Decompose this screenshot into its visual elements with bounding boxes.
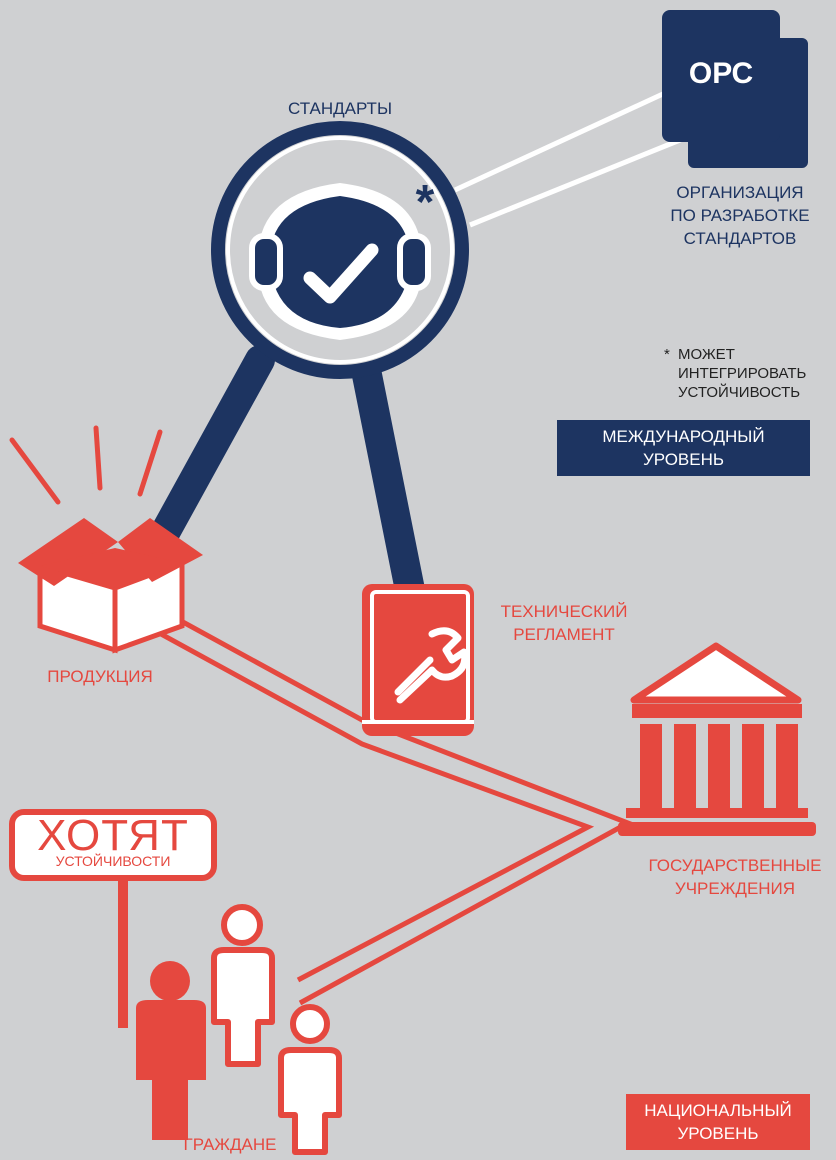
footnote-star: * xyxy=(664,346,670,363)
document-stack-icon xyxy=(662,10,812,172)
national-level-badge: НАЦИОНАЛЬНЫЙ УРОВЕНЬ xyxy=(644,1101,792,1143)
connector-standards-to-products xyxy=(147,345,275,553)
international-level-badge-bg xyxy=(557,420,810,476)
person-icon xyxy=(136,961,206,1140)
sign-text-big: ХОТЯТ xyxy=(37,811,189,860)
sdo-caption: ОРГАНИЗАЦИЯ ПО РАЗРАБОТКЕ СТАНДАРТОВ xyxy=(670,183,810,248)
standards-label: СТАНДАРТЫ xyxy=(287,99,392,118)
connector-products-to-government xyxy=(148,601,634,1006)
international-level-badge: МЕЖДУНАРОДНЫЙ УРОВЕНЬ xyxy=(602,427,765,469)
government-building-icon xyxy=(618,642,816,836)
person-icon xyxy=(211,904,275,1067)
standard-shield-check-icon xyxy=(249,183,431,340)
sign-text-small: УСТОЙЧИВОСТИ xyxy=(55,853,171,869)
protest-sign-icon xyxy=(9,809,217,881)
citizens-label: ГРАЖДАНЕ xyxy=(183,1135,277,1154)
person-icon xyxy=(278,1004,342,1155)
products-label: ПРОДУКЦИЯ xyxy=(47,667,153,686)
government-label: ГОСУДАРСТВЕННЫЕ УЧРЕЖДЕНИЯ xyxy=(648,856,822,898)
sdo-acronym: ОРС xyxy=(688,57,754,90)
product-box-icon xyxy=(9,425,203,654)
citizen-group xyxy=(118,878,342,1155)
regulation-label: ТЕХНИЧЕСКИЙ РЕГЛАМЕНТ xyxy=(500,602,628,644)
connector-standards-to-regulation xyxy=(350,350,427,615)
regulation-book-wrench-icon xyxy=(362,584,474,736)
national-level-badge-bg xyxy=(626,1094,810,1150)
asterisk-icon: * xyxy=(415,176,435,229)
connector-standards-to-sdo xyxy=(453,90,686,228)
sustainability-footnote: МОЖЕТ ИНТЕГРИРОВАТЬ УСТОЙЧИВОСТЬ xyxy=(678,346,807,401)
